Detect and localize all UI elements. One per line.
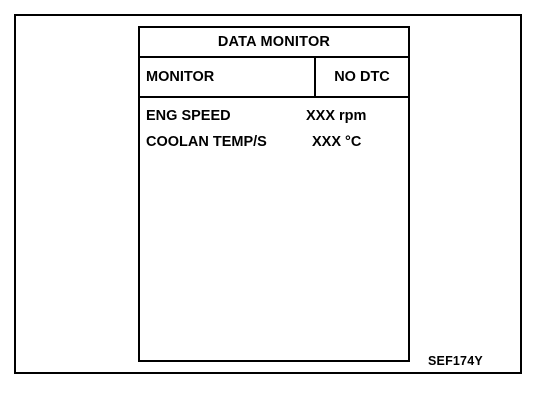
data-list: ENG SPEED XXX rpm COOLAN TEMP/S XXX °C xyxy=(146,108,404,160)
data-label: COOLAN TEMP/S xyxy=(146,134,267,150)
data-value: XXX °C xyxy=(312,134,362,150)
data-monitor-screen: DATA MONITOR MONITOR NO DTC ENG SPEED XX… xyxy=(138,26,410,362)
screen-title: DATA MONITOR xyxy=(140,28,408,58)
data-row-eng-speed: ENG SPEED XXX rpm xyxy=(146,108,404,134)
dtc-status: NO DTC xyxy=(334,69,390,85)
figure-frame xyxy=(14,14,522,374)
data-row-coolant-temp: COOLAN TEMP/S XXX °C xyxy=(146,134,404,160)
monitor-header: MONITOR xyxy=(140,58,316,96)
header-row: MONITOR NO DTC xyxy=(140,58,408,98)
figure-code: SEF174Y xyxy=(428,354,483,368)
data-label: ENG SPEED xyxy=(146,108,231,124)
data-value: XXX rpm xyxy=(306,108,367,124)
